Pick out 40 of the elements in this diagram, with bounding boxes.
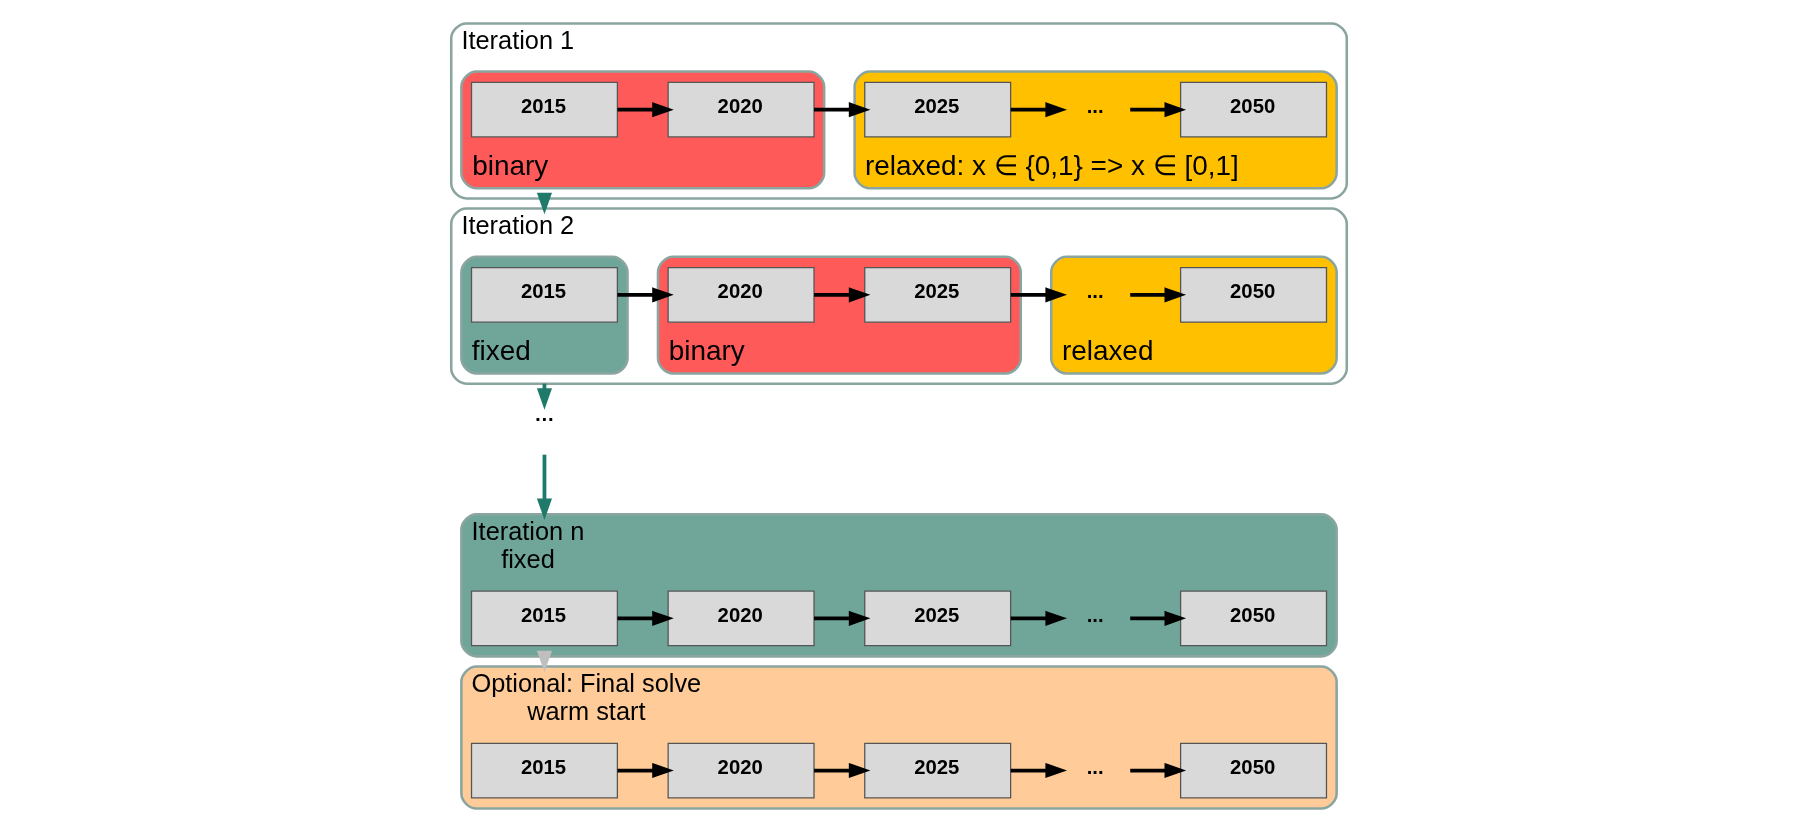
arrow bbox=[814, 610, 871, 626]
node-box: 2025 bbox=[864, 742, 1012, 799]
arrow bbox=[536, 650, 553, 673]
node-box: 2050 bbox=[1179, 742, 1328, 799]
arrow bbox=[1010, 287, 1067, 303]
arrow bbox=[1130, 610, 1187, 626]
arrow bbox=[536, 192, 553, 215]
arrow bbox=[1010, 610, 1067, 626]
node-box: 2025 bbox=[864, 590, 1012, 647]
arrow bbox=[1130, 102, 1187, 118]
arrow bbox=[1130, 762, 1187, 779]
arrow bbox=[617, 287, 674, 303]
arrow bbox=[617, 610, 674, 626]
node-box: 2020 bbox=[667, 81, 815, 138]
node-text: ... bbox=[1086, 603, 1104, 626]
node-box: 2015 bbox=[470, 742, 619, 799]
node-box: 2025 bbox=[864, 266, 1012, 323]
node-text: ... bbox=[1086, 756, 1104, 779]
node-box: 2050 bbox=[1179, 590, 1328, 647]
node-box: 2050 bbox=[1179, 266, 1328, 323]
node-box: 2015 bbox=[470, 590, 619, 647]
arrow bbox=[617, 102, 674, 118]
node-box: 2015 bbox=[470, 266, 619, 323]
node-text: ... bbox=[1086, 280, 1104, 303]
node-box: 2050 bbox=[1179, 81, 1328, 138]
arrow bbox=[1010, 762, 1067, 779]
arrow bbox=[814, 762, 871, 779]
arrow bbox=[536, 454, 553, 521]
arrow bbox=[1010, 102, 1067, 118]
node-box: 2025 bbox=[864, 81, 1012, 138]
arrow bbox=[814, 287, 871, 303]
node-box: 2015 bbox=[470, 81, 619, 138]
node-box: 2020 bbox=[667, 742, 815, 799]
arrow bbox=[1130, 287, 1187, 303]
node-text: ... bbox=[1086, 95, 1104, 118]
arrow bbox=[617, 762, 674, 779]
node-box: 2020 bbox=[667, 590, 815, 647]
arrow bbox=[814, 102, 871, 118]
node-box: 2020 bbox=[667, 266, 815, 323]
node-text: … bbox=[534, 402, 555, 425]
